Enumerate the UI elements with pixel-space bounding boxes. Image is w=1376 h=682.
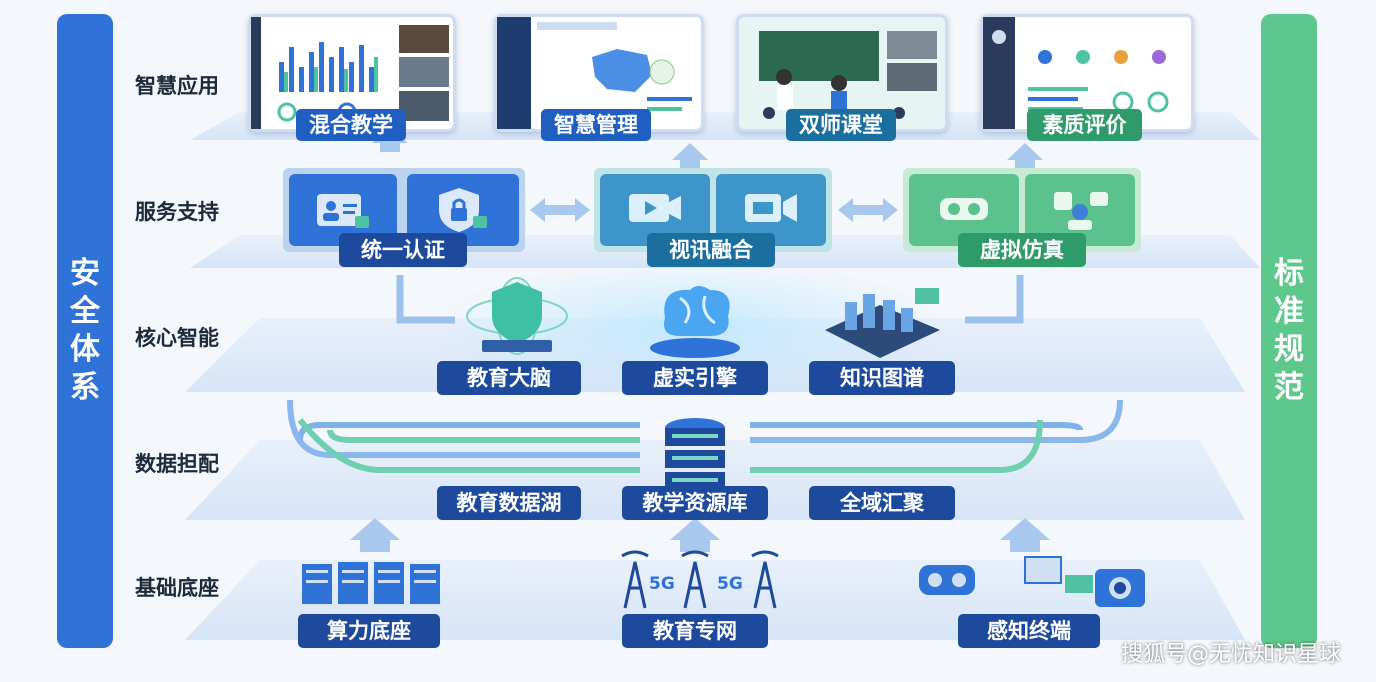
knowledge-graph-city-icon [815,280,945,362]
data-education-data-lake[interactable]: 教育数据湖 [437,486,581,520]
layer-label-app: 智慧应用 [135,74,219,98]
app-dual-teacher[interactable]: 双师课堂 [786,109,896,141]
data-flow [287,399,1123,473]
video-camera-icon [716,174,826,246]
app-smart-management[interactable]: 智慧管理 [541,109,651,141]
core-education-brain[interactable]: 教育大脑 [437,361,581,395]
cell-tower-icon: 5G 5G [600,548,790,614]
core-connectors [396,275,1024,324]
security-system-label: 安全体系 [70,256,100,405]
service-group-video [594,168,832,252]
data-global-aggregation[interactable]: 全域汇聚 [809,486,955,520]
5g-label-right: 5G [717,574,743,594]
app-hybrid-teaching[interactable]: 混合教学 [296,109,406,141]
5g-label-left: 5G [649,574,675,594]
base-computing-foundation[interactable]: 算力底座 [298,614,440,648]
standards-bar: 标准规范 [1261,14,1317,648]
management-map-icon [497,17,692,129]
sensing-devices-icon [915,553,1150,613]
layer-label-base: 基础底座 [135,576,219,600]
core-knowledge-graph[interactable]: 知识图谱 [809,361,955,395]
service-virtual-simulation[interactable]: 虚拟仿真 [958,233,1086,267]
server-rack-icon [298,560,444,608]
database-server-icon [660,416,730,496]
classroom-icon [759,31,937,121]
base-sensing-terminals[interactable]: 感知终端 [958,614,1100,648]
standards-label: 标准规范 [1274,256,1304,405]
brain-engine-icon [640,278,750,360]
service-connectors [530,198,898,222]
source-watermark: 搜狐号@无忧知识星球 [1120,642,1341,667]
dashboard-chart-icon [251,17,449,129]
base-education-private-network[interactable]: 教育专网 [622,614,768,648]
layer-label-service: 服务支持 [135,200,219,224]
security-system-bar: 安全体系 [57,14,113,648]
app-quality-evaluation[interactable]: 素质评价 [1027,109,1142,141]
core-virtual-real-engine[interactable]: 虚实引擎 [622,361,768,395]
layer-label-data: 数据担配 [135,452,219,476]
education-brain-icon [462,276,572,356]
service-unified-auth[interactable]: 统一认证 [339,233,467,267]
data-teaching-resource-library[interactable]: 教学资源库 [622,486,768,520]
service-video-fusion[interactable]: 视讯融合 [647,233,775,267]
layer-label-core: 核心智能 [135,326,219,350]
